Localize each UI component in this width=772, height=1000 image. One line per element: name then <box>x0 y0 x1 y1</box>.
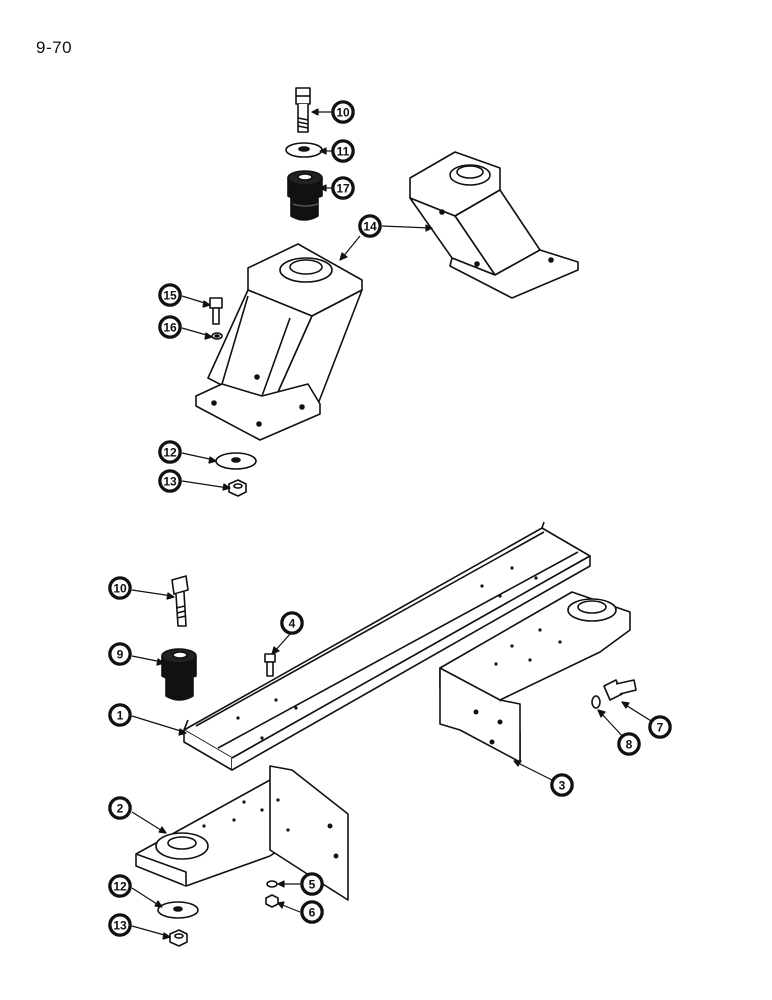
page-number: 9-70 <box>36 38 73 57</box>
lockwasher-8 <box>591 695 601 709</box>
callout-circle-inner <box>111 916 129 934</box>
callout-label: 8 <box>626 738 633 752</box>
callout-11: 11 <box>331 139 355 163</box>
callout-circle-inner <box>553 776 571 794</box>
callout-circle-inner <box>111 706 129 724</box>
callout-circle-inner <box>651 718 669 736</box>
callout-label: 4 <box>289 617 296 631</box>
callout-label: 11 <box>337 145 350 159</box>
callout-circle-inner <box>283 614 301 632</box>
callout-label: 17 <box>336 182 350 196</box>
mount-bracket-14-right <box>409 151 579 299</box>
callout-label: 7 <box>657 721 664 735</box>
callout-circle-inner <box>111 877 129 895</box>
callout-3: 3 <box>550 773 574 797</box>
callout-4: 4 <box>280 611 304 635</box>
mount-bracket-14-left <box>195 243 363 441</box>
bolt-10-top <box>295 87 311 133</box>
leader-lines <box>131 108 657 940</box>
callout-circle-inner <box>303 875 321 893</box>
channel-rail-1 <box>183 521 591 771</box>
lockwasher-5 <box>266 880 278 888</box>
rubber-mount-17 <box>287 170 323 221</box>
callout-8: 8 <box>617 732 641 756</box>
callout-9: 9 <box>108 642 132 666</box>
callout-circle-inner <box>161 443 179 461</box>
callout-label: 6 <box>309 906 316 920</box>
callout-13: 13 <box>158 469 182 493</box>
callout-circle-inner <box>161 286 179 304</box>
callout-label: 3 <box>559 779 566 793</box>
callout-label: 10 <box>336 106 350 120</box>
callout-15: 15 <box>158 283 182 307</box>
nut-6 <box>265 894 279 908</box>
callout-label: 12 <box>163 446 177 460</box>
callout-circle-inner <box>334 103 352 121</box>
callout-10: 10 <box>108 576 132 600</box>
callout-circle-inner <box>111 799 129 817</box>
callout-label: 5 <box>309 878 316 892</box>
nut-13-bottom <box>169 929 188 947</box>
callout-1: 1 <box>108 703 132 727</box>
callout-6: 6 <box>300 900 324 924</box>
callout-label: 16 <box>163 321 177 335</box>
callout-12: 12 <box>158 440 182 464</box>
callout-10: 10 <box>331 100 355 124</box>
frame-bracket-2 <box>135 765 349 901</box>
callout-circle-inner <box>334 142 352 160</box>
callout-17: 17 <box>331 176 355 200</box>
callout-5: 5 <box>300 872 324 896</box>
nut-13-top <box>228 479 247 497</box>
callout-circle-inner <box>161 472 179 490</box>
washer-12-top <box>215 452 257 470</box>
bolt-15 <box>209 297 223 325</box>
callout-label: 13 <box>163 475 177 489</box>
callout-label: 9 <box>117 648 124 662</box>
callout-circle-inner <box>111 645 129 663</box>
callout-label: 1 <box>117 709 124 723</box>
callout-2: 2 <box>108 796 132 820</box>
callout-16: 16 <box>158 315 182 339</box>
lockwasher-16 <box>211 332 223 340</box>
bolt-4 <box>264 653 276 677</box>
callout-circle-inner <box>334 179 352 197</box>
callout-label: 2 <box>117 802 124 816</box>
callout-circle-inner <box>361 217 379 235</box>
callout-label: 15 <box>163 289 177 303</box>
bolt-7 <box>603 679 637 701</box>
callout-circle-inner <box>111 579 129 597</box>
washer-12-bottom <box>157 901 199 919</box>
callout-label: 12 <box>113 880 127 894</box>
callout-label: 10 <box>113 582 127 596</box>
callout-7: 7 <box>648 715 672 739</box>
callout-circle-inner <box>620 735 638 753</box>
rubber-mount-9 <box>161 648 197 701</box>
callout-14: 14 <box>358 214 382 238</box>
callout-label: 14 <box>363 220 377 234</box>
washer-11 <box>285 142 323 158</box>
callout-circle-inner <box>161 318 179 336</box>
callout-13: 13 <box>108 913 132 937</box>
callout-circle-inner <box>303 903 321 921</box>
callout-label: 13 <box>113 919 127 933</box>
bolt-10-bottom <box>171 575 189 627</box>
callout-12: 12 <box>108 874 132 898</box>
